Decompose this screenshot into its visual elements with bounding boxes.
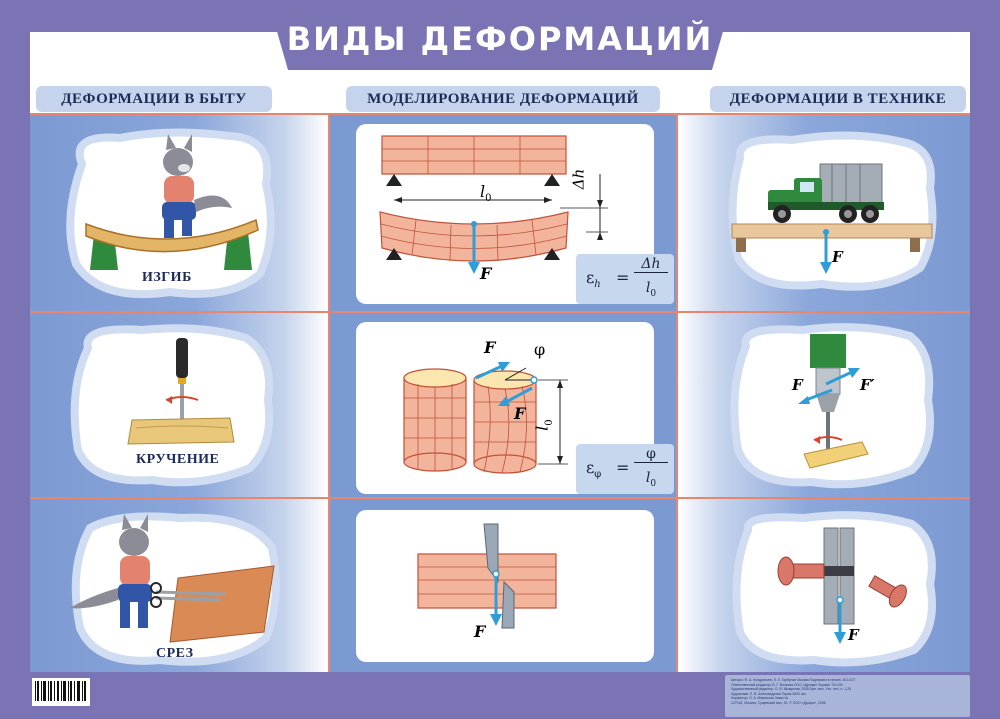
label-l0-bending-main: l — [480, 182, 486, 201]
shear-model-diagram: F — [356, 510, 654, 662]
formula-bending-eps: ε — [586, 268, 595, 287]
formula-bending-lhs: εh — [586, 268, 601, 290]
formula-bending: εh = Δh l0 — [576, 254, 674, 304]
label-force-bending: F — [480, 264, 492, 283]
formula-bending-eps-sub: h — [594, 279, 601, 291]
barcode — [32, 678, 90, 706]
label-l0-bending: l0 — [480, 182, 492, 204]
caption-bending: ИЗГИБ — [142, 270, 192, 285]
formula-bending-num: Δh — [634, 256, 668, 273]
publisher-info: Авторы: Ф. А. Кондратьев, Л. Л. Горбунов… — [725, 675, 970, 717]
publisher-info-line: Авторы: Ф. А. Кондратьев, Л. Л. Горбунов… — [731, 678, 856, 682]
label-l0-torsion-main: l — [532, 425, 552, 431]
label-l0-bending-sub: 0 — [485, 193, 492, 205]
label-force-shear: F — [474, 622, 486, 641]
label-delta-h: Δh — [569, 168, 588, 190]
formula-torsion-eq: = — [616, 458, 630, 477]
publisher-info-line: Ответственный редактор: В. Г. Волкова ОО… — [731, 682, 843, 687]
divider-top — [30, 113, 970, 115]
bending-technology-illustration: F — [722, 128, 942, 298]
page-title: ВИДЫ ДЕФОРМАЦИЙ — [286, 20, 714, 58]
torsion-everyday-illustration: КРУЧЕНИЕ — [62, 320, 282, 490]
column-header-modeling: МОДЕЛИРОВАНИЕ ДЕФОРМАЦИЙ — [346, 86, 660, 112]
label-force-truck: F — [832, 248, 843, 266]
caption-torsion: КРУЧЕНИЕ — [136, 452, 220, 467]
publisher-info-line: Корректор: Л. А. Мамонова Заказ № — [731, 696, 789, 701]
caption-shear: СРЕЗ — [156, 646, 194, 661]
formula-torsion-eps-sub: φ — [594, 469, 602, 481]
formula-torsion-eps: ε — [586, 458, 595, 477]
formula-bending-eq: = — [616, 268, 630, 287]
torsion-model-diagram: F φ F l0 — [356, 322, 654, 494]
formula-torsion-den-l: l — [645, 470, 651, 486]
formula-bending-den: l0 — [634, 280, 668, 299]
label-l0-torsion-sub: 0 — [543, 419, 555, 426]
publisher-info-line: Художественный редактор: О. В. Мымренко … — [731, 687, 851, 692]
label-l0-torsion: l0 — [533, 419, 555, 431]
shear-technology-illustration: F — [724, 508, 944, 668]
column-header-everyday: ДЕФОРМАЦИИ В БЫТУ — [36, 86, 272, 112]
label-force-torsion-top: F — [484, 338, 496, 357]
torsion-technology-illustration: F F′ — [722, 320, 942, 492]
label-angle-phi: φ — [534, 340, 546, 359]
label-force-prime-drill: F′ — [860, 376, 875, 394]
label-force-torsion-bottom: F — [514, 404, 526, 423]
label-force-rivet: F — [848, 626, 859, 644]
label-force-drill: F — [792, 376, 803, 394]
formula-bending-den-sub: 0 — [650, 288, 657, 299]
divider-col-1 — [328, 113, 330, 672]
publisher-info-line: Художники: Л. В. Александрова Тираж 3000… — [731, 691, 807, 696]
column-header-technology: ДЕФОРМАЦИИ В ТЕХНИКЕ — [710, 86, 966, 112]
bending-everyday-illustration: ИЗГИБ — [60, 124, 280, 300]
formula-torsion: εφ = φ l0 — [576, 444, 674, 494]
divider-row-1 — [30, 311, 970, 313]
title-ribbon — [272, 14, 728, 70]
formula-torsion-den: l0 — [634, 470, 668, 489]
bending-model-diagram: l0 Δh F — [356, 124, 654, 304]
formula-bending-den-l: l — [645, 280, 651, 296]
divider-row-2 — [30, 497, 970, 499]
formula-torsion-num: φ — [634, 446, 668, 463]
divider-col-2 — [676, 113, 678, 672]
shear-everyday-illustration: СРЕЗ — [60, 508, 286, 670]
formula-torsion-den-sub: 0 — [650, 478, 657, 489]
formula-torsion-lhs: εφ — [586, 458, 601, 480]
publisher-info-line: 127018, Москва, Сущевский вал, 49. © ООО… — [731, 700, 826, 705]
